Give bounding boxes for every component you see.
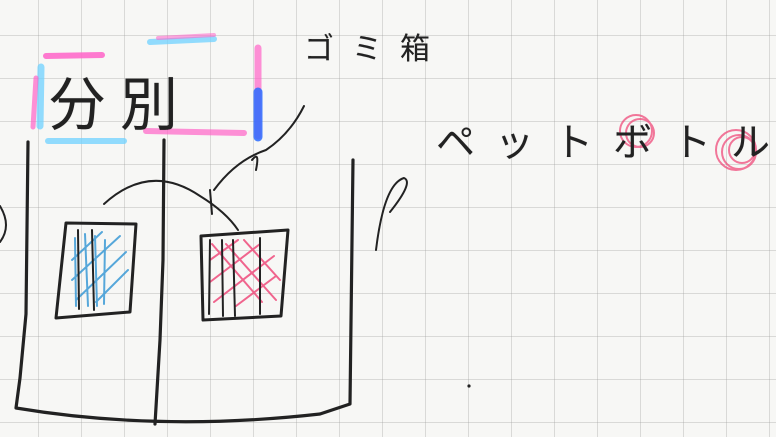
title-highlight-pink-top-right [156,33,216,40]
label-leader-top [213,105,305,191]
circle-highlight-bo [619,114,655,148]
circle-highlight-ru [715,129,757,171]
left-margin-mark [0,205,7,243]
gomi-label: ゴミ箱 [304,32,448,67]
left-window [54,221,138,320]
bin-divider [153,138,166,426]
small-hook [251,155,259,171]
title-highlight-pink-left [30,75,39,130]
ink-dot [467,384,471,388]
title-text: 分別 [48,71,193,139]
title-highlight-pink-bottom [143,128,247,136]
pet-bottle-label: ペットボトル [436,121,776,166]
title-highlight-cyan-left [36,63,45,130]
left-window-ink-lines [77,229,95,311]
lid-arc [103,179,239,231]
bin-outline [14,140,355,424]
title-highlight-cyan-top [147,36,217,45]
left-window-hatch [71,231,129,307]
right-window-hatch [209,239,281,307]
right-window [199,228,290,322]
right-window-ink-lines [208,237,261,317]
right-scribble [375,176,408,251]
title-highlight-pink-top [43,52,105,59]
bin-inner-left-line [209,189,213,215]
